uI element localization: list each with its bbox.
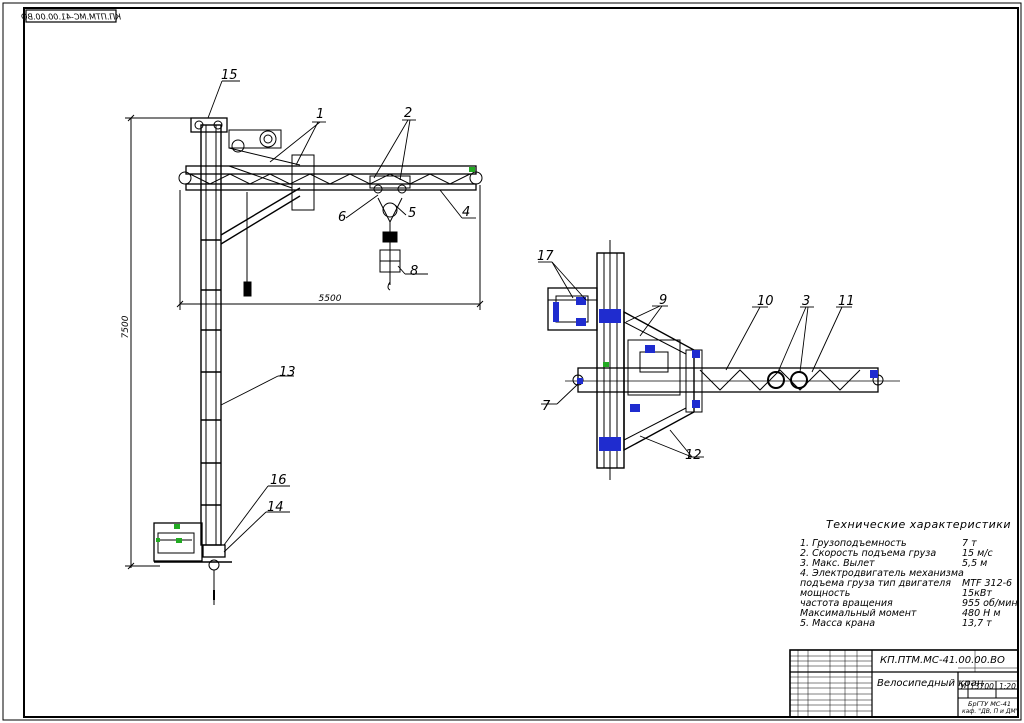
- inner-frame: [23, 7, 1019, 718]
- callout-10: 10: [757, 294, 774, 309]
- side-leaders: [207, 80, 476, 553]
- specs-title: Технические характеристики: [826, 518, 1012, 531]
- stamp-code: КП.ПТМ.МС-41.00.00.ВО: [21, 13, 121, 22]
- callout-13: 13: [279, 365, 296, 380]
- callout-6: 6: [338, 210, 346, 225]
- spec-value: 15 м/с: [962, 548, 993, 559]
- blue-components: [553, 297, 878, 451]
- spec-value: 7 т: [962, 538, 977, 549]
- mirrored-stamp: КП.ПТМ.МС-41.00.00.ВО: [21, 9, 121, 23]
- callout-14: 14: [267, 500, 284, 515]
- spec-label: 2. Скорость подъема груза: [800, 548, 937, 559]
- green-markers: [156, 167, 475, 543]
- spec-value: 480 Н м: [962, 608, 1001, 619]
- callout-numbers: 15 1 2 4 5 6 8 13 16 14 17 9 10 3 11 7 1…: [221, 68, 855, 515]
- callout-9: 9: [659, 293, 667, 308]
- spec-value: 13,7 т: [962, 618, 992, 629]
- callout-17: 17: [537, 249, 554, 264]
- spec-label: подъема груза тип двигателя: [800, 578, 951, 589]
- title-org-1: БрГТУ МС-41: [968, 700, 1011, 708]
- plan-leaders: [538, 261, 852, 458]
- callout-1: 1: [316, 107, 324, 122]
- spec-label: 1. Грузоподъемность: [800, 538, 907, 549]
- spec-value: 955 об/мин: [962, 598, 1018, 609]
- title-org-2: каф. "ДВ, П и ДМ": [962, 708, 1019, 715]
- side-view: [125, 114, 484, 605]
- callout-2: 2: [404, 106, 412, 121]
- title-mass: 13700: [970, 682, 994, 691]
- callout-7: 7: [542, 399, 551, 414]
- spec-label: 4. Электродвигатель механизма: [800, 568, 964, 579]
- callout-15: 15: [221, 68, 238, 83]
- title-block: [789, 649, 1019, 718]
- title-scale: 1:20: [999, 682, 1016, 691]
- title-letter: У: [960, 682, 965, 691]
- spec-value: 5,5 м: [962, 558, 988, 569]
- spec-label: Максимальный момент: [800, 608, 917, 619]
- spec-label: частота вращения: [800, 598, 893, 609]
- title-name: Велосипедный кран: [877, 678, 984, 689]
- spec-label: мощность: [800, 588, 851, 599]
- dimension-height: 7500: [121, 315, 131, 338]
- plan-green-markers: [603, 362, 609, 367]
- spec-label: 5. Масса крана: [800, 618, 876, 629]
- title-designation: КП.ПТМ.МС-41.00.00.ВО: [880, 655, 1005, 666]
- callout-11: 11: [838, 294, 855, 309]
- callout-16: 16: [270, 473, 287, 488]
- callout-3: 3: [802, 294, 810, 309]
- callout-12: 12: [685, 448, 702, 463]
- callout-8: 8: [410, 264, 418, 279]
- spec-value: MTF 312-6: [962, 578, 1013, 589]
- callout-4: 4: [462, 205, 470, 220]
- callout-5: 5: [408, 206, 416, 221]
- dimension-width: 5500: [319, 294, 342, 304]
- spec-label: 3. Макс. Вылет: [800, 558, 875, 569]
- spec-value: 15кВт: [962, 588, 992, 599]
